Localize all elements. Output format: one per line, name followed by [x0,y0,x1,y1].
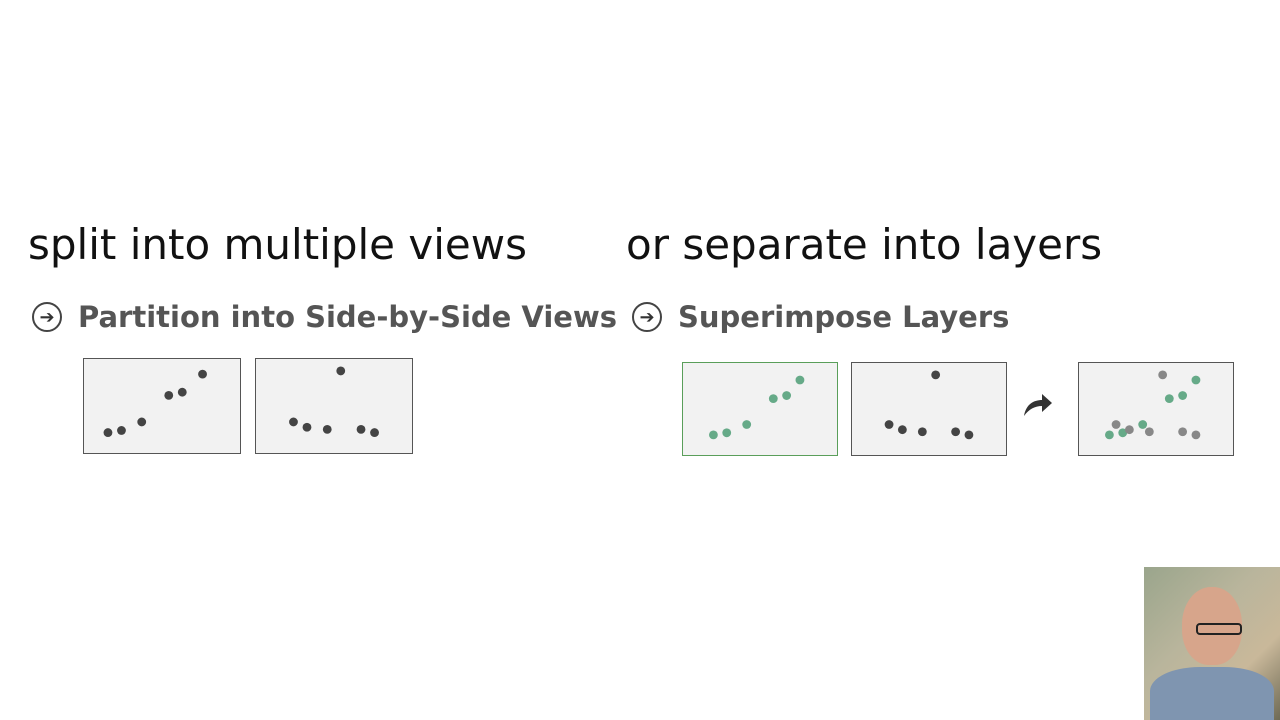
partition-view-2 [255,358,413,454]
superimposed-point [1191,430,1201,440]
layer-gray-point [897,425,907,435]
partition-view-1-point [198,369,207,379]
superimposed-point [1111,420,1121,429]
partition-view-2-point [302,422,312,432]
partition-view-1 [83,358,241,454]
layer-green-point [709,430,718,440]
presenter-webcam [1144,567,1280,720]
layer-gray [851,362,1007,456]
layer-green-point [782,391,792,400]
superimposed-point [1164,394,1174,404]
layer-gray-point [931,370,941,380]
partition-view-1-point [164,390,174,400]
layer-gray-point [951,427,961,437]
right-heading: or separate into layers [626,220,1103,269]
left-subheading: Partition into Side-by-Side Views [78,300,618,334]
layer-green-point [722,428,732,438]
presenter-glasses [1196,623,1242,635]
layer-green-point [742,420,752,429]
left-subheading-row: ➔ Partition into Side-by-Side Views [32,300,617,334]
layer-gray-plot [884,370,974,440]
presenter-head [1182,587,1242,665]
right-subheading: Superimpose Layers [678,300,1010,334]
partition-view-2-point [322,424,332,434]
partition-view-2-plot [289,366,379,437]
layer-green-point [795,375,805,385]
superimposed-point [1178,391,1188,400]
partition-view-2-point [289,417,298,427]
superimposed-point [1118,428,1128,438]
layer-green-plot [709,375,805,440]
superimposed-point [1105,430,1114,440]
partition-view-1-point [103,428,113,437]
superimposed-point [1178,427,1188,437]
layer-green-point [768,394,778,404]
superimposed-point [1191,375,1201,385]
partition-view-2-point [370,428,379,437]
partition-view-1-plot [103,369,207,437]
circled-right-arrow-icon: ➔ [32,302,62,332]
layer-green [682,362,838,456]
superimposed-point [1158,370,1168,380]
superimposed [1078,362,1234,456]
layer-gray-point [917,427,927,437]
layer-gray-point [884,420,894,429]
curved-arrow-icon [1024,394,1052,416]
partition-view-1-point [177,387,187,397]
partition-view-1-point [137,417,147,427]
partition-view-2-point [336,366,346,376]
partition-view-2-point [356,424,366,434]
layer-gray-point [964,430,974,440]
superimposed-point [1144,427,1154,437]
superimposed-point [1124,425,1134,435]
superimposed-point [1138,420,1148,429]
partition-view-1-point [117,426,126,435]
right-subheading-row: ➔ Superimpose Layers [632,300,1009,334]
left-heading: split into multiple views [28,220,527,269]
presenter-shirt [1150,667,1274,720]
superimposed-plot [1105,370,1201,440]
circled-right-arrow-icon: ➔ [632,302,662,332]
